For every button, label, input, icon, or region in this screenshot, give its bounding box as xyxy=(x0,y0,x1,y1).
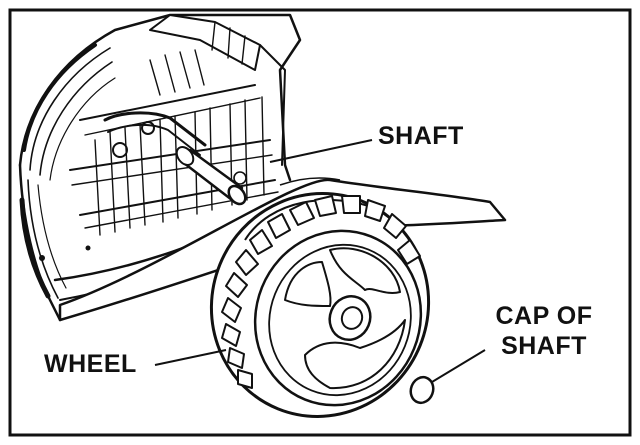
wheel xyxy=(209,192,431,418)
cap-label-line-2: SHAFT xyxy=(501,332,587,360)
wheel-leader-line xyxy=(154,349,227,366)
wheel-label: WHEEL xyxy=(44,350,137,378)
cap-leader-line xyxy=(431,349,486,383)
shaft-axle xyxy=(175,146,247,206)
shaft-leader-line xyxy=(269,139,373,163)
tire-tread xyxy=(221,195,421,389)
shaft-cap xyxy=(409,375,435,405)
shaft-label: SHAFT xyxy=(378,122,464,150)
cap-label-line-1: CAP OF xyxy=(495,302,593,330)
cap-of-shaft-label: CAP OF SHAFT xyxy=(488,301,600,361)
callout-leaders xyxy=(154,139,486,383)
